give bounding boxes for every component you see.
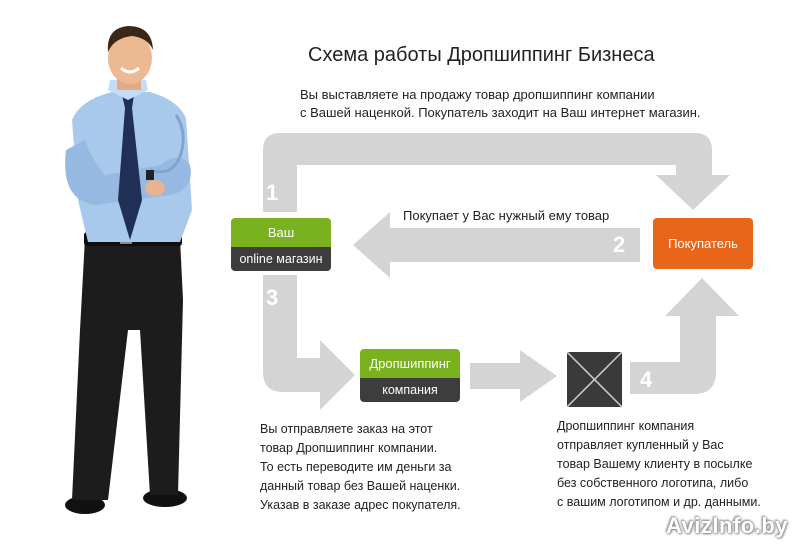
right-description-line: без собственного логотипа, либо xyxy=(557,476,749,490)
right-description: Дропшиппинг компания отправляет купленны… xyxy=(557,417,761,512)
left-description-line: То есть переводите им деньги за xyxy=(260,460,452,474)
online-shop-box-top: Ваш xyxy=(231,218,331,247)
dropshipping-company-box: Дропшиппинг компания xyxy=(360,349,460,402)
intro-line: Вы выставляете на продажу товар дропшипп… xyxy=(300,87,655,102)
right-description-line: отправляет купленный у Вас xyxy=(557,438,724,452)
left-description: Вы отправляете заказ на этот товар Дропш… xyxy=(260,420,461,515)
businessman-image xyxy=(65,26,192,514)
right-description-line: с вашим логотипом и др. данными. xyxy=(557,495,761,509)
buyer-box: Покупатель xyxy=(653,218,753,269)
left-description-line: товар Дропшиппинг компании. xyxy=(260,441,438,455)
right-description-line: Дропшиппинг компания xyxy=(557,419,695,433)
step-number-2: 2 xyxy=(613,232,626,257)
intro-text: Вы выставляете на продажу товар дропшипп… xyxy=(300,86,701,122)
arrow-2 xyxy=(353,212,640,278)
watermark: AvizInfo.by xyxy=(665,513,788,538)
step-number-3: 3 xyxy=(266,285,279,310)
step-number-1: 1 xyxy=(266,180,279,205)
left-description-line: данный товар без Вашей наценки. xyxy=(260,479,461,493)
arrow-1 xyxy=(263,133,730,212)
diagram-title: Схема работы Дропшиппинг Бизнеса xyxy=(308,44,655,66)
right-description-line: товар Вашему клиенту в посылке xyxy=(557,457,753,471)
dropshipping-box-bottom: компания xyxy=(360,378,460,402)
intro-line: с Вашей наценкой. Покупатель заходит на … xyxy=(300,105,701,120)
online-shop-box: Ваш online магазин xyxy=(231,218,331,271)
package-icon xyxy=(566,351,623,408)
arrow-3 xyxy=(263,275,355,410)
left-description-line: Указав в заказе адрес покупателя. xyxy=(260,498,461,512)
dropshipping-box-top: Дропшиппинг xyxy=(360,349,460,378)
left-description-line: Вы отправляете заказ на этот xyxy=(260,422,433,436)
online-shop-box-bottom: online магазин xyxy=(231,247,331,271)
step-number-4: 4 xyxy=(640,367,653,392)
arrow-to-package xyxy=(470,350,557,402)
arrow-4 xyxy=(630,278,739,394)
arrow-2-label: Покупает у Вас нужный ему товар xyxy=(403,208,610,223)
